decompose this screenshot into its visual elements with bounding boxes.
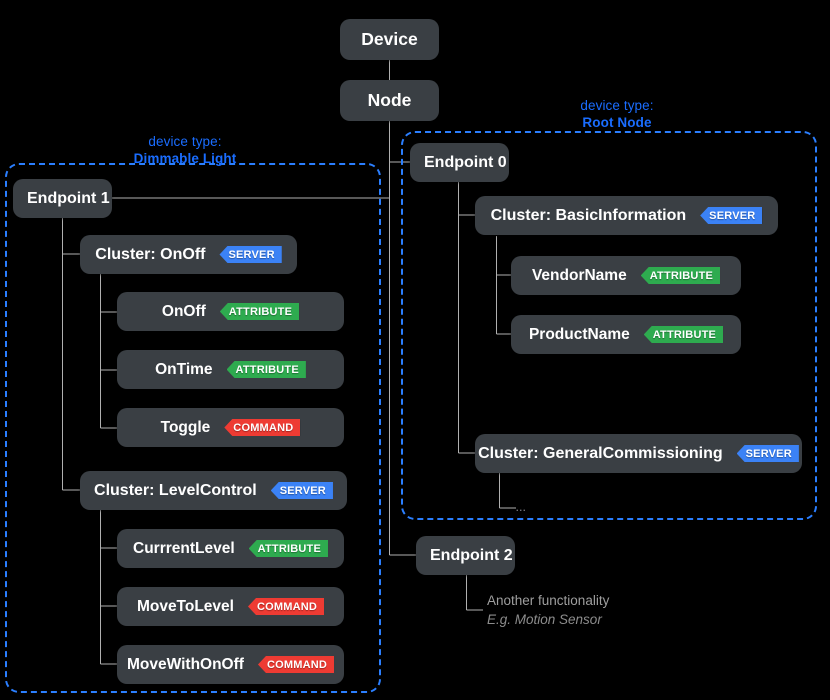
- node-endpoint-2[interactable]: Endpoint 2: [416, 536, 515, 575]
- node-node-label: Node: [367, 90, 412, 110]
- cluster-generalcommissioning-label: Cluster: GeneralCommissioning: [478, 444, 723, 462]
- badge-command: COMMAND: [247, 598, 325, 615]
- node-node[interactable]: Node: [340, 80, 439, 121]
- node-endpoint-0-label: Endpoint 0: [424, 153, 507, 171]
- cluster-generalcommissioning-more: ...: [516, 503, 527, 513]
- badge-server: SERVER: [219, 246, 282, 263]
- node-cluster-basicinformation[interactable]: Cluster: BasicInformation SERVER: [475, 196, 778, 235]
- leaf-label: MoveToLevel: [136, 597, 234, 615]
- node-attribute-ontime[interactable]: OnTime ATTRIBUTE: [117, 350, 344, 389]
- group-label-root-node: device type: Root Node: [531, 97, 703, 131]
- node-attribute-productname[interactable]: ProductName ATTRIBUTE: [511, 315, 741, 354]
- node-endpoint-2-label: Endpoint 2: [430, 546, 513, 564]
- badge-server: SERVER: [736, 445, 799, 462]
- badge-attribute: ATTRIBUTE: [643, 326, 724, 343]
- leaf-label: OnTime: [155, 360, 213, 378]
- leaf-label: CurrrentLevel: [133, 539, 235, 557]
- badge-command: COMMAND: [224, 419, 301, 436]
- node-cluster-levelcontrol[interactable]: Cluster: LevelControl SERVER: [80, 471, 347, 510]
- node-command-movetolevel[interactable]: MoveToLevel COMMAND: [117, 587, 344, 626]
- leaf-label: MoveWithOnOff: [126, 655, 244, 673]
- badge-attribute: ATTRIBUTE: [640, 267, 721, 284]
- leaf-label: Toggle: [160, 418, 211, 436]
- leaf-label: ProductName: [528, 325, 630, 343]
- badge-attribute: ATTRIBUTE: [248, 540, 328, 557]
- endpoint-2-annotation: Another functionality E.g. Motion Sensor: [487, 591, 747, 629]
- cluster-onoff-label: Cluster: OnOff: [95, 245, 206, 263]
- badge-attribute: ATTRIBUTE: [219, 303, 300, 320]
- node-device-label: Device: [361, 29, 418, 49]
- node-endpoint-1-label: Endpoint 1: [27, 189, 110, 207]
- group-frame-dimmable-light: [5, 163, 381, 693]
- node-attribute-currentlevel[interactable]: CurrrentLevel ATTRIBUTE: [117, 529, 344, 568]
- badge-server: SERVER: [700, 207, 763, 224]
- node-command-movewithonoff[interactable]: MoveWithOnOff COMMAND: [117, 645, 344, 684]
- node-attribute-onoff[interactable]: OnOff ATTRIBUTE: [117, 292, 344, 331]
- badge-attribute: ATTRIBUTE: [226, 361, 306, 378]
- node-endpoint-0[interactable]: Endpoint 0: [410, 143, 509, 182]
- group-label-name: Dimmable Light: [133, 151, 237, 166]
- leaf-label: OnOff: [161, 302, 206, 320]
- group-label-prefix: device type:: [148, 134, 222, 149]
- group-label-prefix: device type:: [580, 98, 654, 113]
- node-endpoint-1[interactable]: Endpoint 1: [13, 179, 112, 218]
- node-attribute-vendorname[interactable]: VendorName ATTRIBUTE: [511, 256, 741, 295]
- node-command-toggle[interactable]: Toggle COMMAND: [117, 408, 344, 447]
- annotation-line-2: E.g. Motion Sensor: [487, 612, 602, 627]
- node-cluster-onoff[interactable]: Cluster: OnOff SERVER: [80, 235, 297, 274]
- node-cluster-generalcommissioning[interactable]: Cluster: GeneralCommissioning SERVER: [475, 434, 802, 473]
- cluster-basicinformation-label: Cluster: BasicInformation: [490, 206, 687, 224]
- node-device[interactable]: Device: [340, 19, 439, 60]
- group-frame-root-node: [401, 131, 817, 520]
- cluster-levelcontrol-label: Cluster: LevelControl: [94, 481, 257, 499]
- badge-server: SERVER: [270, 482, 333, 499]
- leaf-label: VendorName: [531, 266, 627, 284]
- annotation-line-1: Another functionality: [487, 593, 610, 608]
- group-label-name: Root Node: [582, 115, 652, 130]
- group-label-dimmable-light: device type: Dimmable Light: [100, 133, 270, 167]
- badge-command: COMMAND: [257, 656, 335, 673]
